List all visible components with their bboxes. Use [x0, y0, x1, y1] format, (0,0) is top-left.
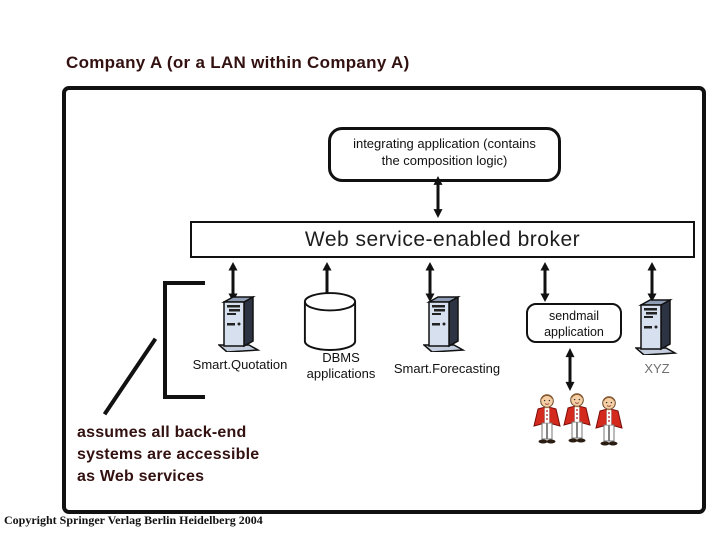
dbms-label-line1: DBMS: [322, 350, 360, 365]
sendmail-line2: application: [544, 325, 604, 339]
note-line2: systems are accessible: [77, 446, 260, 463]
integrating-application-box: integrating application (contains the co…: [328, 127, 561, 182]
server-tower-icon: [423, 295, 466, 352]
smart-forecasting-label: Smart.Forecasting: [393, 361, 501, 376]
dbms-label-line2: applications: [306, 366, 376, 381]
page-title: Company A (or a LAN within Company A): [66, 53, 410, 72]
double-arrow-icon: [433, 176, 443, 218]
note-line3: as Web services: [77, 468, 205, 485]
dbms-applications-label: DBMS applications: [298, 350, 384, 382]
database-cylinder-icon: [303, 292, 357, 351]
broker-box: Web service-enabled broker: [190, 221, 695, 258]
people-group-icon: [533, 393, 623, 447]
note-line1: assumes all back-end: [77, 424, 247, 441]
smart-quotation-label: Smart.Quotation: [192, 357, 288, 372]
integrating-application-line2: the composition logic): [381, 153, 508, 168]
double-arrow-icon: [540, 262, 550, 302]
double-arrow-icon: [565, 348, 575, 391]
server-tower-icon: [635, 298, 678, 355]
xyz-label: XYZ: [644, 361, 670, 376]
copyright-text: Copyright Springer Verlag Berlin Heidelb…: [4, 513, 263, 527]
integrating-application-line1: integrating application (contains: [353, 136, 536, 151]
double-arrow-icon: [647, 262, 657, 302]
double-arrow-icon: [425, 262, 435, 302]
sendmail-application-box: sendmail application: [526, 303, 622, 343]
sendmail-line1: sendmail: [548, 309, 600, 323]
company-boundary-box: [62, 86, 706, 514]
bracket-shape: [163, 281, 205, 399]
note-text: assumes all back-end systems are accessi…: [77, 422, 259, 488]
server-tower-icon: [218, 295, 261, 352]
